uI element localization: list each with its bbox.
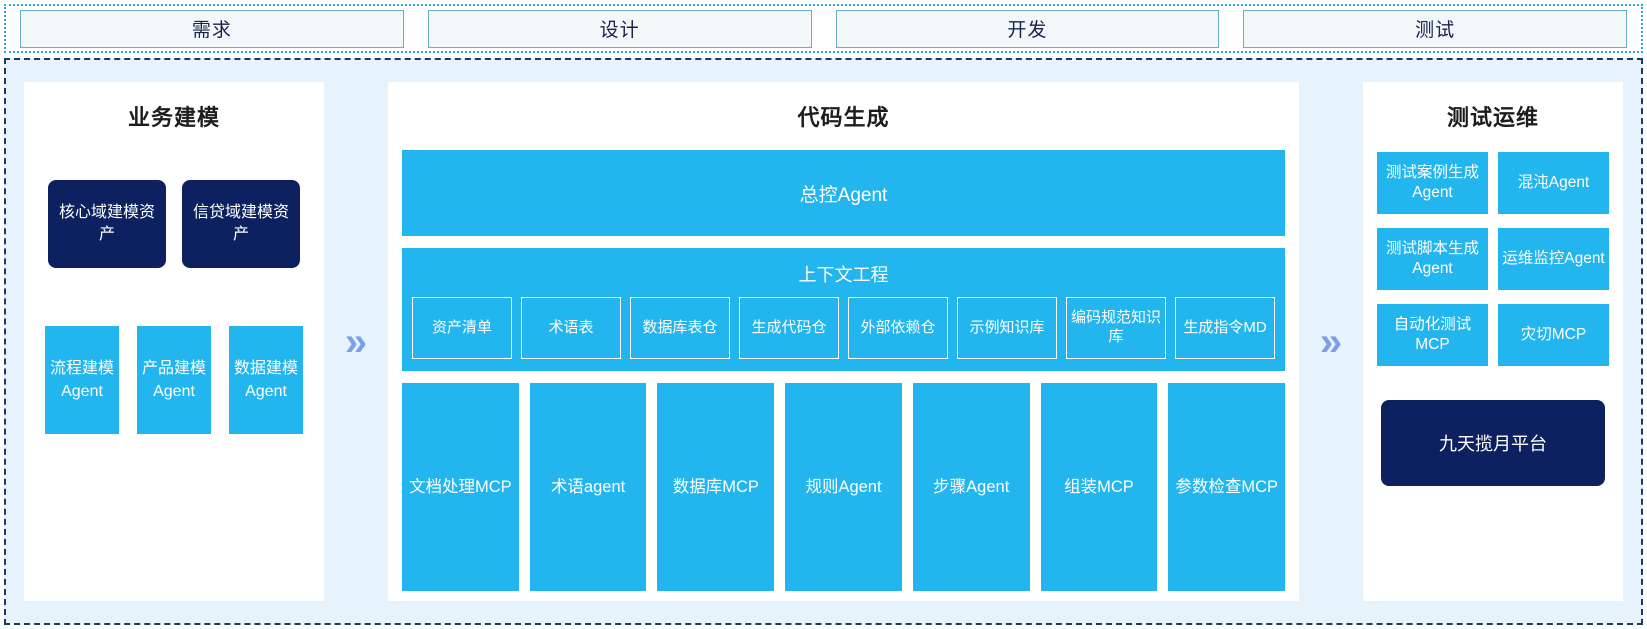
platform-label: 九天揽月平台 [1439,434,1547,454]
panel-business-modeling: 业务建模 核心域建模资产 信贷域建模资产 流程建模Agent 产品建模Agent… [24,82,324,601]
tool-label: 数据库MCP [672,477,759,496]
asset-box-core-domain[interactable]: 核心域建模资产 [48,180,166,268]
chevron-right-icon-1: » [324,82,388,601]
ops-box-ops-monitoring-agent[interactable]: 运维监控Agent [1498,228,1609,290]
chevron-right-icon-2: » [1299,82,1363,601]
ops-label: 测试脚本生成Agent [1385,239,1479,277]
tool-label: 参数检查MCP [1175,477,1278,496]
chevron-glyph: » [344,319,368,364]
ops-box-automated-test-mcp[interactable]: 自动化测试MCP [1377,304,1488,366]
context-item-label: 生成代码仓 [751,318,827,336]
context-item-db-table-repo[interactable]: 数据库表仓 [630,297,730,359]
tool-label: 规则Agent [805,477,882,496]
main-canvas: 业务建模 核心域建模资产 信贷域建模资产 流程建模Agent 产品建模Agent… [4,58,1643,625]
chevron-glyph: » [1319,319,1343,364]
asset-box-credit-domain[interactable]: 信贷域建模资产 [182,180,300,268]
tool-label: 步骤Agent [933,477,1010,496]
tool-label: 组装MCP [1064,477,1134,496]
ops-label: 自动化测试MCP [1393,315,1472,353]
context-engineering-block: 上下文工程 资产清单 术语表 数据库表仓 生成代码仓 [402,248,1285,371]
context-item-label: 数据库表仓 [642,318,718,336]
phase-box-testing[interactable]: 测试 [1243,9,1627,48]
tool-row: 文档处理MCP 术语agent 数据库MCP 规则Agent 步骤Agent [402,383,1286,591]
ops-label: 混沌Agent [1517,173,1590,191]
modeling-agent-row: 流程建模Agent 产品建模Agent 数据建模Agent [38,326,310,434]
tool-label: 术语agent [550,477,626,496]
panel-title-code-generation: 代码生成 [797,105,890,130]
phase-label: 测试 [1415,20,1456,41]
context-engineering-title: 上下文工程 [798,265,889,285]
tool-label: 文档处理MCP [409,477,512,496]
context-item-label: 编码规范知识库 [1070,309,1161,345]
phase-strip: 需求 设计 开发 测试 [4,4,1643,53]
context-item-label: 生成指令MD [1183,318,1267,336]
panel-title-business-modeling: 业务建模 [127,105,220,130]
master-agent-label: 总控Agent [799,184,888,206]
tool-box-rule-agent[interactable]: 规则Agent [785,383,902,591]
context-item-generation-instruction-md[interactable]: 生成指令MD [1175,297,1275,359]
context-item-label: 资产清单 [431,318,492,336]
agent-label: 流程建模Agent [49,359,114,400]
platform-box-jiutian-lanyue[interactable]: 九天揽月平台 [1381,400,1605,486]
ops-box-disaster-recovery-mcp[interactable]: 灾切MCP [1498,304,1609,366]
agent-label: 产品建模Agent [141,359,206,400]
context-item-external-dependency-repo[interactable]: 外部依赖仓 [848,297,948,359]
tool-box-step-agent[interactable]: 步骤Agent [912,383,1030,591]
ops-label: 运维监控Agent [1502,249,1605,267]
phase-box-requirements[interactable]: 需求 [20,9,404,48]
panel-test-ops: 测试运维 测试案例生成Agent 混沌Agent 测试脚本生成Agent 运维监… [1363,82,1623,601]
context-item-glossary[interactable]: 术语表 [521,297,621,359]
asset-label: 核心域建模资产 [58,204,155,243]
phase-label: 需求 [191,20,232,41]
context-item-generated-code-repo[interactable]: 生成代码仓 [739,297,839,359]
asset-row: 核心域建模资产 信贷域建模资产 [38,180,310,268]
ops-box-chaos-agent[interactable]: 混沌Agent [1498,152,1609,214]
agent-label: 数据建模Agent [233,359,298,400]
tool-box-assembly-mcp[interactable]: 组装MCP [1040,383,1158,591]
phase-label: 开发 [1007,20,1048,41]
tool-box-document-processing-mcp[interactable]: 文档处理MCP [402,383,519,591]
context-item-asset-list[interactable]: 资产清单 [412,297,512,359]
phase-box-design[interactable]: 设计 [427,9,812,48]
ops-label: 测试案例生成Agent [1385,163,1479,201]
ops-label: 灾切MCP [1520,325,1587,343]
ops-box-test-case-generation-agent[interactable]: 测试案例生成Agent [1377,152,1488,214]
tool-box-glossary-agent[interactable]: 术语agent [529,383,647,591]
test-ops-grid: 测试案例生成Agent 混沌Agent 测试脚本生成Agent 运维监控Agen… [1377,152,1609,366]
panel-code-generation: 代码生成 总控Agent 上下文工程 资产清单 术语表 [388,82,1299,601]
ops-box-test-script-generation-agent[interactable]: 测试脚本生成Agent [1377,228,1488,290]
agent-box-data-modeling[interactable]: 数据建模Agent [229,326,303,434]
code-generation-body: 总控Agent 上下文工程 资产清单 术语表 数据库表仓 [402,150,1286,591]
tool-box-parameter-check-mcp[interactable]: 参数检查MCP [1168,383,1286,591]
phase-box-development[interactable]: 开发 [835,9,1220,48]
context-item-label: 术语表 [548,318,594,336]
context-item-label: 外部依赖仓 [860,318,936,336]
context-item-row: 资产清单 术语表 数据库表仓 生成代码仓 外部依赖仓 [412,297,1275,359]
context-item-coding-standard-knowledge-base[interactable]: 编码规范知识库 [1066,297,1166,359]
agent-box-product-modeling[interactable]: 产品建模Agent [137,326,211,434]
master-agent-bar[interactable]: 总控Agent [402,150,1285,236]
panel-title-test-ops: 测试运维 [1446,105,1539,130]
agent-box-process-modeling[interactable]: 流程建模Agent [45,326,119,434]
tool-box-database-mcp[interactable]: 数据库MCP [657,383,775,591]
context-item-example-knowledge-base[interactable]: 示例知识库 [957,297,1057,359]
context-item-label: 示例知识库 [969,318,1045,336]
asset-label: 信贷域建模资产 [192,204,289,243]
phase-label: 设计 [599,20,640,41]
